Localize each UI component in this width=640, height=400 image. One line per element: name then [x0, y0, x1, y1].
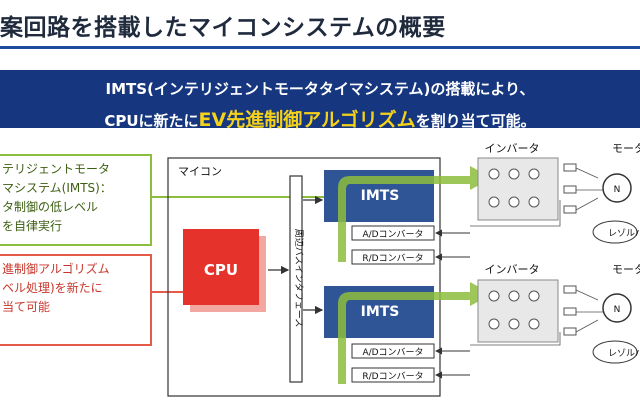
inverter-label-2: インバータ	[485, 263, 540, 276]
imts-label-2: IMTS	[361, 304, 400, 320]
imts-block-2	[324, 286, 434, 338]
cpu-callout-line: ベル処理)を新たに	[2, 281, 103, 295]
green-flow-arrow-1	[338, 166, 492, 262]
motor-1-pole: N	[614, 185, 621, 195]
cpu-label: CPU	[204, 261, 238, 279]
rd-converter-label-1: R/Dコンバータ	[362, 253, 423, 264]
green-flow-arrow-2	[338, 282, 492, 384]
imts-callout-line: テリジェントモータ	[2, 162, 111, 176]
motor-1	[602, 173, 632, 203]
bus-bar	[289, 175, 303, 383]
motor-label-1: モータ	[612, 142, 640, 155]
cpu-callout: 進制御アルゴリズム ベル処理)を新たに 当て可能	[0, 254, 152, 346]
motor-label-2: モータ	[612, 263, 640, 276]
bus-label: 周辺バスインタフェース	[293, 229, 304, 328]
current-sensors-1	[563, 163, 577, 214]
microcontroller-label: マイコン	[178, 165, 222, 178]
banner-highlight: EV先進制御アルゴリズム	[198, 109, 416, 131]
motor-wiring	[470, 167, 603, 346]
current-sensors-2	[563, 285, 577, 336]
inverter-block-2	[477, 279, 559, 343]
imts-callout: テリジェントモータ マシステム(IMTS)： タ制御の低レベル を自律実行	[0, 154, 152, 246]
motor-2	[602, 293, 632, 323]
rd-converter-2	[351, 367, 435, 383]
title-underline	[0, 46, 640, 49]
microcontroller-box	[167, 157, 441, 397]
imts-label-1: IMTS	[361, 188, 400, 204]
inverter-switches-1	[488, 168, 540, 208]
imts-callout-line: マシステム(IMTS)：	[2, 181, 112, 195]
imts-callout-line: を自律実行	[2, 219, 63, 233]
inverter-switches-2	[488, 290, 540, 330]
banner-line-2-prefix: CPUに新たに	[104, 112, 199, 130]
rd-converter-label-2: R/Dコンバータ	[362, 371, 423, 382]
inverter-block-1	[477, 157, 559, 221]
imts-callout-line: タ制御の低レベル	[2, 200, 99, 214]
cpu-block	[183, 229, 259, 305]
motor-2-pole: N	[614, 305, 621, 315]
resolver-2	[592, 340, 638, 364]
banner-line-1: IMTS(インテリジェントモータタイマシステム)の搭載により、	[105, 80, 535, 98]
cpu-callout-line: 当て可能	[2, 300, 51, 314]
ad-converter-2	[351, 343, 435, 359]
banner-line-2-suffix: を割り当て可能。	[415, 112, 536, 130]
cpu-callout-line: 進制御アルゴリズム	[2, 262, 110, 276]
summary-banner: IMTS(インテリジェントモータタイマシステム)の搭載により、 CPUに新たにE…	[0, 70, 640, 131]
ad-converter-label-2: A/Dコンバータ	[362, 347, 423, 358]
inverter-label-1: インバータ	[485, 142, 540, 155]
cpu-shadow	[190, 236, 266, 312]
banner-line-2: CPUに新たにEV先進制御アルゴリズムを割り当て可能。	[0, 105, 640, 132]
resolver-label-2: レゾルバ	[608, 348, 640, 359]
resolver-label-1: レゾルバ	[608, 228, 640, 239]
imts-block-1	[324, 170, 434, 222]
page-title: 案回路を搭載したマイコンシステムの概要	[0, 15, 446, 41]
rd-converter-1	[351, 249, 435, 265]
ad-converter-label-1: A/Dコンバータ	[362, 229, 423, 240]
resolver-1	[592, 220, 638, 244]
ad-converter-1	[351, 225, 435, 241]
